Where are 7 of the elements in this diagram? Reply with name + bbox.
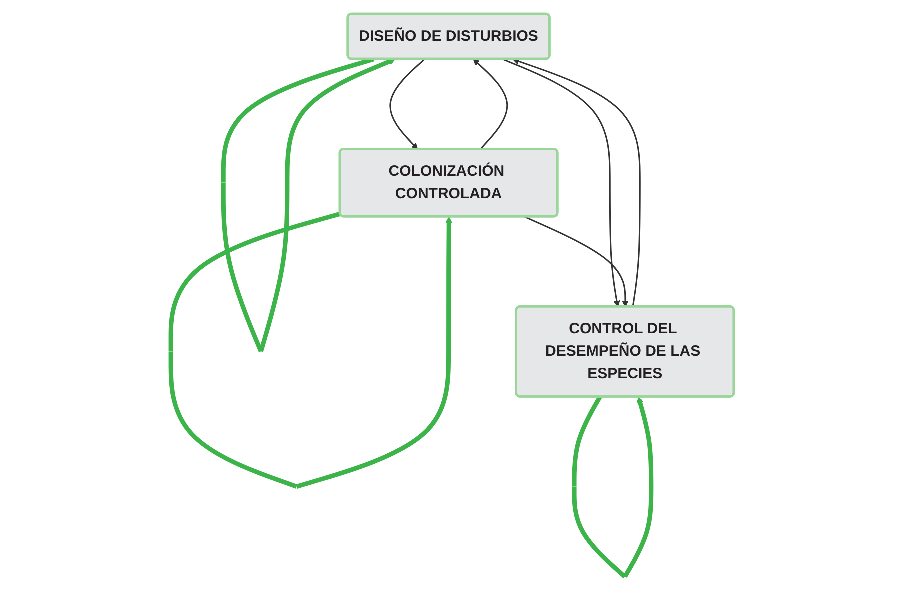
- arrow: [473, 59, 508, 150]
- arrow: [502, 58, 620, 308]
- arrow: [168, 212, 452, 489]
- arrow: [390, 58, 426, 150]
- arrow: [572, 396, 654, 579]
- arrow: [524, 216, 629, 308]
- arrow: [512, 58, 641, 308]
